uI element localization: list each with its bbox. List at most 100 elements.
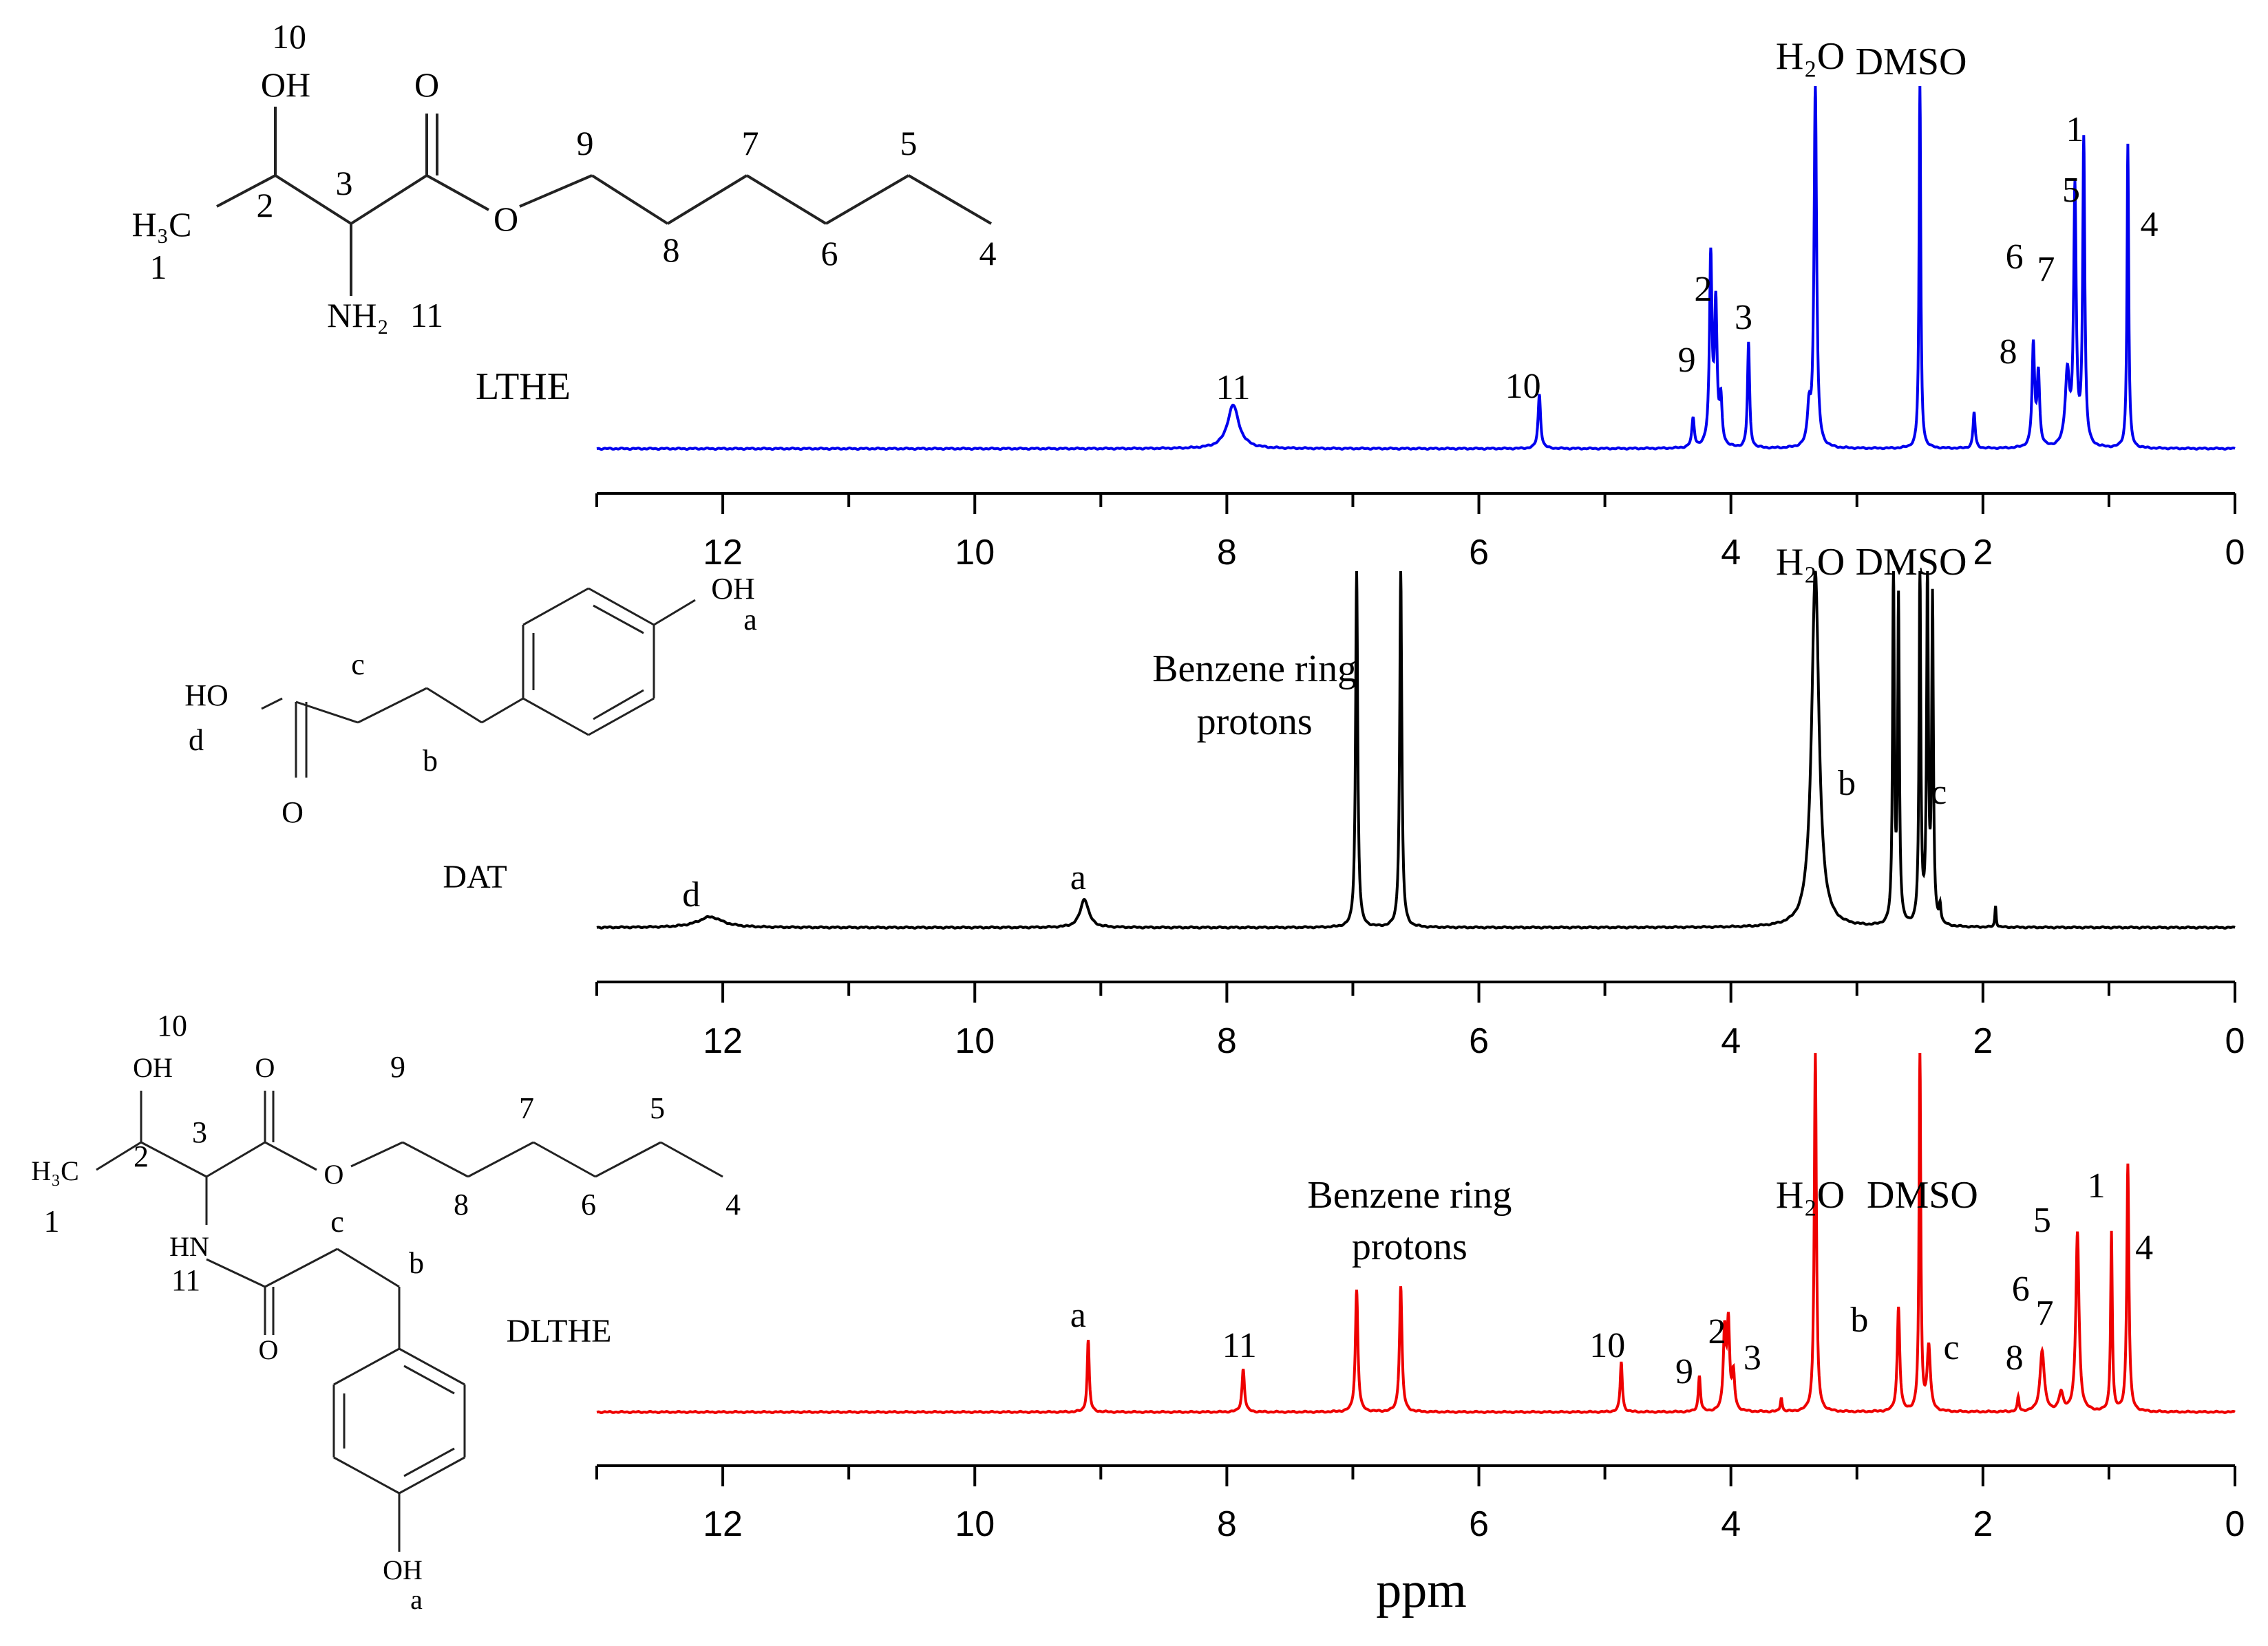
tick-label: 2 [1973, 533, 1993, 573]
bond [825, 174, 910, 225]
peak-annotation: 6 [2012, 1270, 2030, 1309]
atom-label: OH [261, 65, 310, 104]
tick-label: 8 [1217, 1021, 1237, 1061]
bond [591, 174, 669, 225]
bond [333, 1347, 400, 1386]
atom-label: 11 [171, 1263, 200, 1297]
peak-annotation: 10 [1505, 367, 1541, 406]
atom-label: O [324, 1159, 344, 1190]
atom-label: 7 [742, 124, 759, 162]
bond [426, 687, 483, 724]
peak-annotation: protons [1197, 701, 1313, 743]
peak-annotation: 11 [1222, 1326, 1257, 1365]
bond [481, 697, 524, 724]
atom-label: d [189, 723, 204, 757]
atom-label: 10 [272, 17, 306, 56]
atom-label: 11 [410, 296, 443, 334]
sample-label-dat: DAT [443, 859, 507, 895]
atom-label: 3 [336, 164, 353, 202]
atom-label: 1 [150, 248, 167, 286]
tick-label: 6 [1469, 1504, 1489, 1544]
peak-annotation: d [682, 875, 700, 915]
atom-label: a [410, 1584, 423, 1615]
bond [399, 1347, 465, 1386]
bond [426, 174, 489, 211]
atom-label: 5 [900, 124, 918, 162]
atom-label: 1 [44, 1204, 60, 1239]
peak-annotation: 9 [1678, 341, 1696, 380]
peak-annotation: 4 [2135, 1228, 2153, 1268]
peak-annotation: 6 [2006, 237, 2024, 277]
bond [522, 587, 589, 626]
spectrum-line-dat [596, 570, 2236, 930]
tick-label: 0 [2225, 533, 2245, 573]
bond [399, 1456, 465, 1495]
bond [593, 604, 644, 634]
atom-label: 6 [821, 234, 838, 272]
atom-label: 5 [650, 1091, 665, 1125]
bond [467, 1141, 534, 1178]
peak-annotation: c [1944, 1328, 1960, 1367]
peak-annotation: b [1850, 1301, 1868, 1340]
bond [745, 174, 827, 225]
peak-annotation: 1 [2066, 110, 2084, 149]
peak-annotation: H₂O [1776, 541, 1845, 584]
tick-label: 4 [1721, 1021, 1741, 1061]
tick-label: 10 [955, 1504, 995, 1544]
atom-label: O [282, 795, 304, 829]
peak-annotation: 2 [1694, 270, 1712, 309]
bond [261, 697, 283, 710]
peak-annotation: Benzene ring [1307, 1174, 1512, 1217]
bond [350, 1141, 403, 1168]
bond [595, 1141, 661, 1178]
bond [907, 174, 993, 225]
atom-label: 2 [134, 1140, 149, 1173]
atom-label: O [414, 65, 439, 104]
spectrum-line-dlthe [596, 1052, 2236, 1415]
bond [350, 174, 428, 225]
atom-label: HO [184, 678, 229, 712]
atom-label: b [423, 744, 438, 778]
tick-label: 12 [703, 1504, 743, 1544]
bond [206, 1141, 266, 1178]
peak-annotation: 5 [2062, 171, 2080, 210]
atom-label: 9 [577, 124, 594, 162]
bond [216, 174, 276, 208]
atom-label: O [259, 1334, 279, 1365]
atom-label: 9 [390, 1050, 405, 1084]
peak-annotation: 5 [2033, 1201, 2051, 1240]
tick-label: 2 [1973, 1021, 1993, 1061]
atom-label: c [351, 648, 365, 681]
atom-label: OH [133, 1052, 173, 1083]
atom-label: a [743, 603, 757, 637]
peak-annotation: c [1931, 773, 1947, 812]
peak-annotation: 3 [1744, 1338, 1761, 1378]
x-axis-label: ppm [1376, 1562, 1467, 1618]
peak-annotation: 8 [1999, 332, 2017, 372]
bond [206, 1258, 266, 1288]
bond [519, 174, 593, 208]
atom-label: O [494, 200, 518, 238]
bond [140, 1141, 207, 1178]
atom-label: OH [711, 572, 755, 606]
bond [264, 1248, 338, 1288]
peak-annotation: H₂O [1776, 1174, 1845, 1217]
tick-label: 2 [1973, 1504, 1993, 1544]
tick-label: 6 [1469, 533, 1489, 573]
tick-label: 0 [2225, 1504, 2245, 1544]
tick-label: 8 [1217, 1504, 1237, 1544]
bond [666, 174, 748, 225]
atom-label: H₃C [132, 205, 192, 244]
bond [588, 587, 655, 626]
tick-label: 12 [703, 1021, 743, 1061]
sample-label-lthe: LTHE [476, 365, 571, 408]
peak-annotation: a [1070, 858, 1086, 897]
bond [593, 689, 644, 720]
